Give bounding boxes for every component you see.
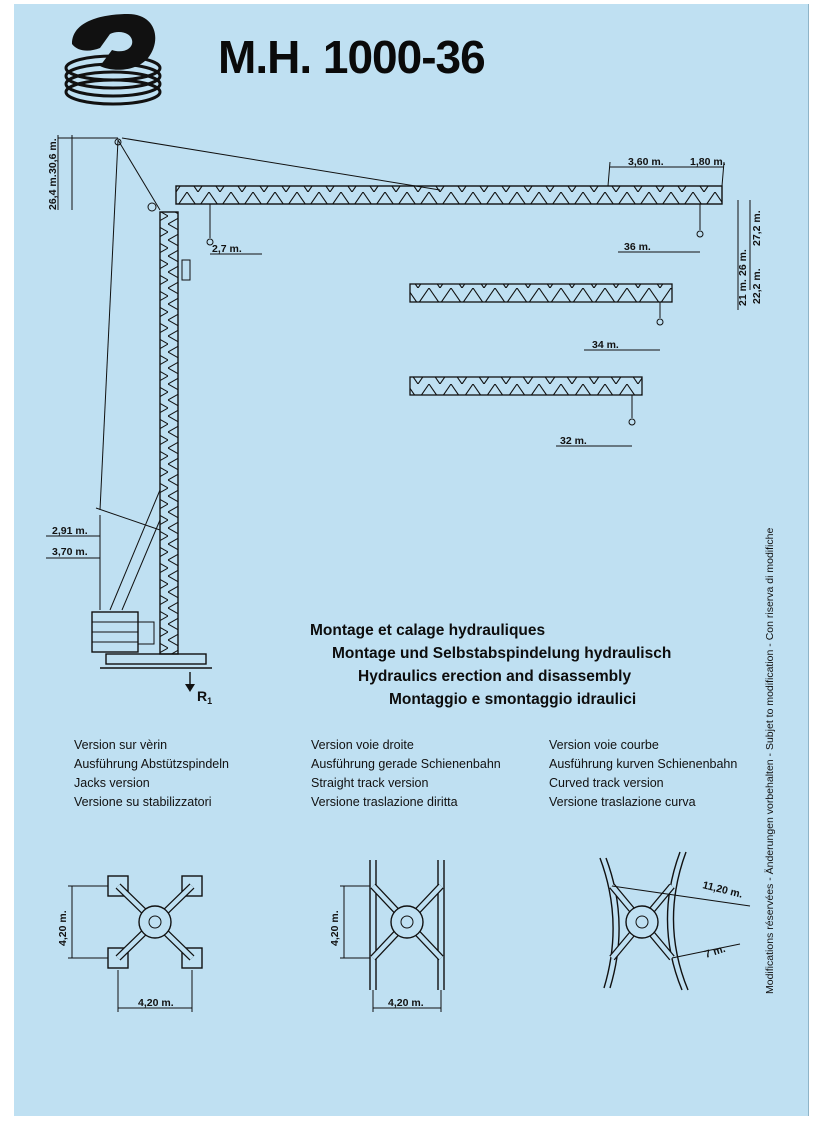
heading-en: Hydraulics erection and disassembly [358,668,632,685]
jib-32m [409,376,643,396]
version-straight-track: Version voie droite Ausführung gerade Sc… [311,738,501,809]
svg-text:1,80 m.: 1,80 m. [690,156,726,168]
base-plan-jacks: 4,20 m. 4,20 m. [57,875,203,1012]
jib-34m [409,283,673,303]
svg-text:36 m.: 36 m. [624,241,651,253]
base-plan-curved-track: 11,20 m. 7 m. [599,851,751,991]
heading-fr: Montage et calage hydrauliques [310,622,546,639]
svg-text:22,2 m.: 22,2 m. [751,268,763,304]
svg-text:4,20 m.: 4,20 m. [388,997,424,1009]
svg-text:2,7 m.: 2,7 m. [212,243,242,255]
svg-text:R1: R1 [197,688,212,706]
svg-text:21 m.: 21 m. [737,279,749,306]
svg-text:27,2 m.: 27,2 m. [751,210,763,246]
crane-dimensions: 26,4 m. 30,6 m. 2,7 m. 3,60 m. 1,80 m. 3… [46,135,763,706]
brand-logo-icon [64,14,162,106]
version-curved-track: Version voie courbe Ausführung kurven Sc… [549,738,738,809]
svg-text:4,20 m.: 4,20 m. [57,910,69,946]
svg-text:4,20 m.: 4,20 m. [138,997,174,1009]
svg-text:11,20 m.: 11,20 m. [701,879,744,901]
version-jacks: Version sur vèrin Ausführung Abstützspin… [74,738,229,809]
svg-text:4,20 m.: 4,20 m. [329,910,341,946]
svg-text:34 m.: 34 m. [592,339,619,351]
heading-it: Montaggio e smontaggio idraulici [389,691,637,708]
svg-text:30,6 m.: 30,6 m. [47,138,59,174]
svg-text:3,70 m.: 3,70 m. [52,546,88,558]
svg-text:2,91 m.: 2,91 m. [52,525,88,537]
base-plan-straight-track: 4,20 m. 4,20 m. [329,860,445,1012]
svg-text:3,60 m.: 3,60 m. [628,156,664,168]
model-title: M.H. 1000-36 [218,31,486,83]
svg-text:7 m.: 7 m. [703,943,727,961]
heading-de: Montage und Selbstabspindelung hydraulis… [332,645,672,662]
svg-text:26 m.: 26 m. [737,249,749,276]
crane-elevation [91,137,725,692]
svg-text:32 m.: 32 m. [560,435,587,447]
svg-text:26,4 m.: 26,4 m. [47,174,59,210]
